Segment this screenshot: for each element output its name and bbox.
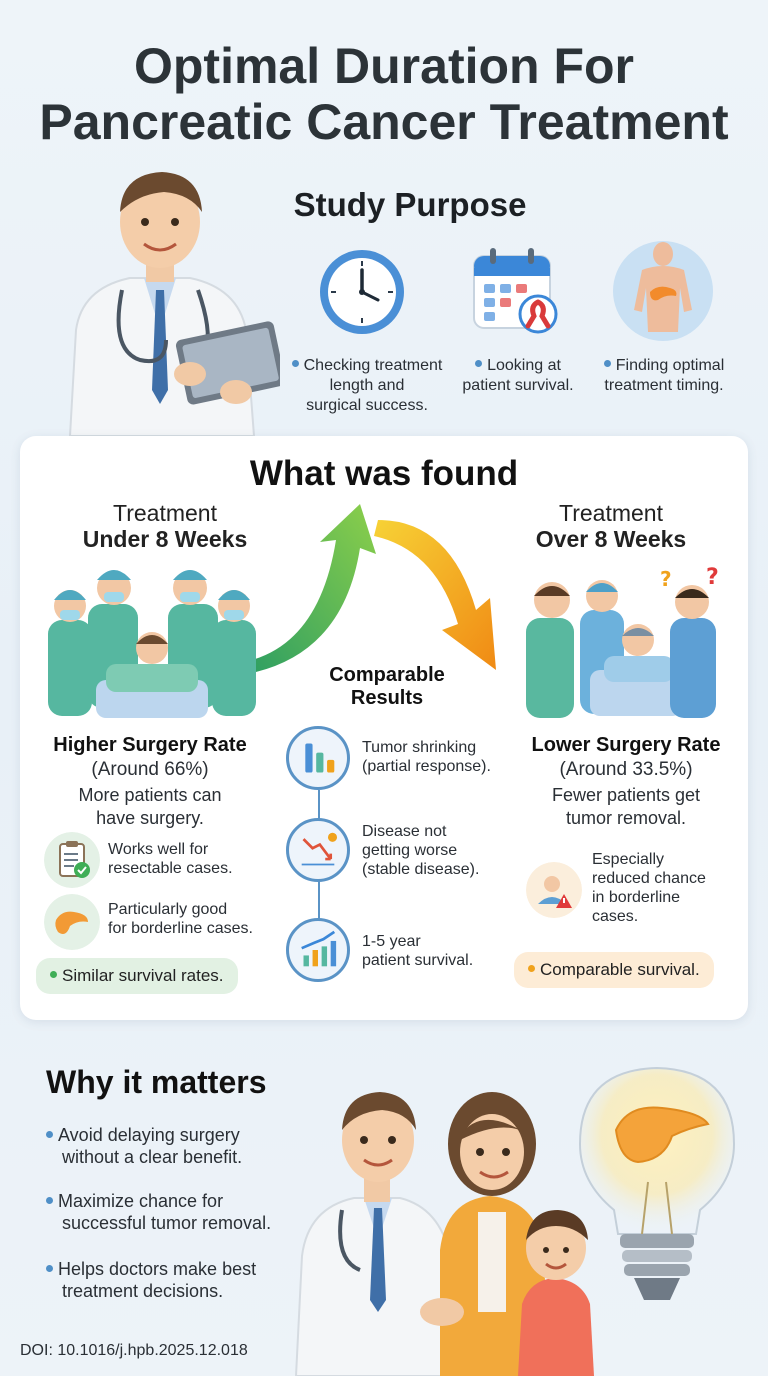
left-point-1: Works well for resectable cases. <box>108 841 233 877</box>
study-purpose-heading: Study Purpose <box>293 186 527 223</box>
page-title: Optimal Duration For Pancreatic Cancer T… <box>0 38 768 150</box>
calendar-ribbon-icon <box>473 248 558 334</box>
delayed-treatment-illustration: ? ? <box>526 566 719 718</box>
higher-surgery-rate-value: (Around 66%) <box>91 759 209 780</box>
doi-reference: DOI: 10.1016/j.hpb.2025.12.018 <box>20 1342 248 1359</box>
comparable-results-heading: Comparable Results <box>329 664 445 709</box>
purpose-item-1: Checking treatment length and surgical s… <box>282 356 452 416</box>
under-8-weeks-description: More patients can have surgery. <box>78 785 222 828</box>
higher-surgery-rate: Higher Surgery Rate <box>53 734 247 756</box>
growth-chart-icon <box>286 918 350 982</box>
why-item-2: Maximize chance for successful tumor rem… <box>46 1190 306 1234</box>
title-line-2: Pancreatic Cancer Treatment <box>39 94 729 150</box>
bar-chart-icon <box>286 726 350 790</box>
svg-text:?: ? <box>660 567 672 591</box>
bullet-icon <box>528 965 535 973</box>
lower-surgery-rate: Lower Surgery Rate <box>531 734 721 756</box>
svg-text:?: ? <box>706 566 719 590</box>
under-8-weeks-heading: Treatment Under 8 Weeks <box>82 500 248 552</box>
lower-surgery-rate-value: (Around 33.5%) <box>559 759 693 780</box>
bullet-icon <box>291 360 299 368</box>
surgical-team-illustration <box>48 570 256 718</box>
over-8-weeks-heading: Treatment Over 8 Weeks <box>535 500 687 552</box>
why-item-1: Avoid delaying surgery without a clear b… <box>46 1124 306 1168</box>
left-point-2: Particularly good for borderline cases. <box>108 901 253 937</box>
purpose-item-3: Finding optimal treatment timing. <box>603 357 725 394</box>
clipboard-check-icon <box>44 832 100 888</box>
person-warning-icon <box>526 862 582 918</box>
result-item-1: Tumor shrinking (partial response). <box>362 739 491 775</box>
doctor-tablet-illustration <box>68 172 280 436</box>
bullet-icon <box>46 1130 53 1138</box>
bullet-icon <box>603 360 611 368</box>
decline-chart-icon <box>286 818 350 882</box>
bullet-icon <box>50 971 57 979</box>
lightbulb-pancreas-icon <box>578 1066 736 1300</box>
why-item-3: Helps doctors make best treatment decisi… <box>46 1258 306 1302</box>
comparable-survival-pill: Comparable survival. <box>514 952 714 988</box>
similar-survival-pill: Similar survival rates. <box>36 958 238 994</box>
body-pancreas-icon <box>613 241 713 341</box>
bullet-icon <box>475 360 483 368</box>
right-point-1: Especially reduced chance in borderline … <box>592 851 706 925</box>
over-8-weeks-description: Fewer patients get tumor removal. <box>551 785 701 828</box>
pancreas-icon <box>44 894 100 950</box>
result-item-2: Disease not getting worse (stable diseas… <box>362 823 480 878</box>
findings-heading: What was found <box>249 454 519 493</box>
clock-icon <box>320 250 404 334</box>
bullet-icon <box>46 1196 53 1204</box>
result-item-3: 1-5 year patient survival. <box>362 933 474 969</box>
title-line-1: Optimal Duration For <box>134 38 634 94</box>
trend-arrows-icon <box>252 504 496 672</box>
why-it-matters-heading: Why it matters <box>46 1064 267 1100</box>
doctor-family-illustration <box>294 1092 594 1376</box>
bullet-icon <box>46 1264 53 1272</box>
purpose-item-2: Looking at patient survival. <box>462 357 574 394</box>
